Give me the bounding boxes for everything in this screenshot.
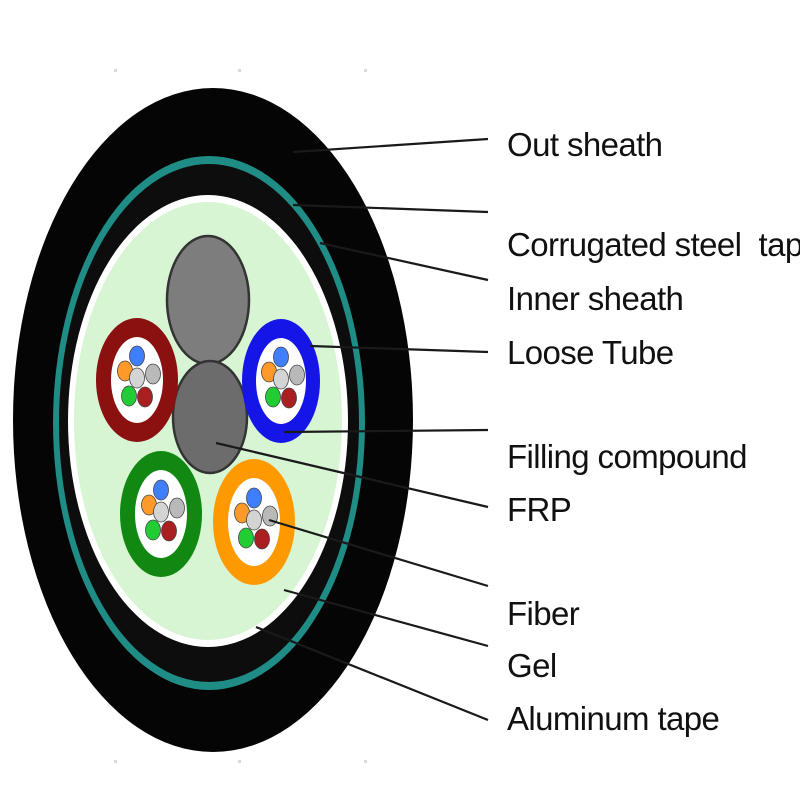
leader-loose-tube: [309, 344, 489, 354]
label-aluminum-tape: Aluminum tape: [507, 700, 719, 737]
leader-corrugated-steel-tape: [292, 203, 489, 214]
loose-tube-blue: [242, 319, 320, 443]
label-fiber: Fiber: [507, 595, 580, 632]
label-inner-sheath: Inner sheath: [507, 280, 683, 317]
loose-tube-orange: [213, 459, 295, 585]
labels: Out sheath Corrugated steel tape Inner s…: [507, 126, 800, 737]
fiber-blue-4: [273, 368, 289, 390]
fiber-green-4: [153, 501, 169, 523]
fiber-green-6: [161, 520, 177, 542]
fiber-red-5: [121, 385, 137, 407]
fiber-orange-5: [238, 527, 254, 549]
fiber-red-4: [129, 367, 145, 389]
fiber-blue-5: [265, 386, 281, 408]
leader-fiber: [268, 518, 489, 588]
leader-gel: [283, 588, 489, 648]
label-filling-compound: Filling compound: [507, 438, 747, 475]
leader-filling-compound: [283, 428, 489, 434]
label-corrugated-steel-tape: Corrugated steel tape: [507, 226, 800, 263]
label-gel: Gel: [507, 647, 557, 684]
fiber-green-3: [169, 497, 185, 519]
loose-tube-green: [120, 451, 202, 577]
loose-tube-red: [96, 318, 178, 442]
leader-lines: [215, 137, 489, 722]
frp-central-member: [171, 359, 249, 475]
label-out-sheath: Out sheath: [507, 126, 662, 163]
cable-cross-section: [13, 88, 413, 752]
filler-rod: [165, 234, 251, 366]
background-dots: [114, 69, 367, 763]
fiber-green-5: [145, 519, 161, 541]
fiber-red-1: [129, 345, 145, 367]
label-frp: FRP: [507, 491, 571, 528]
fiber-blue-3: [289, 364, 305, 386]
fiber-red-3: [145, 363, 161, 385]
fiber-red-6: [137, 386, 153, 408]
leader-out-sheath: [292, 137, 489, 154]
fiber-blue-6: [281, 387, 297, 409]
fiber-blue-1: [273, 346, 289, 368]
fiber-orange-6: [254, 528, 270, 550]
fiber-green-1: [153, 479, 169, 501]
label-loose-tube: Loose Tube: [507, 334, 673, 371]
leader-aluminum-tape: [255, 625, 489, 722]
fiber-orange-1: [246, 487, 262, 509]
fiber-orange-4: [246, 509, 262, 531]
leader-frp: [215, 441, 489, 509]
leader-inner-sheath: [319, 241, 489, 282]
